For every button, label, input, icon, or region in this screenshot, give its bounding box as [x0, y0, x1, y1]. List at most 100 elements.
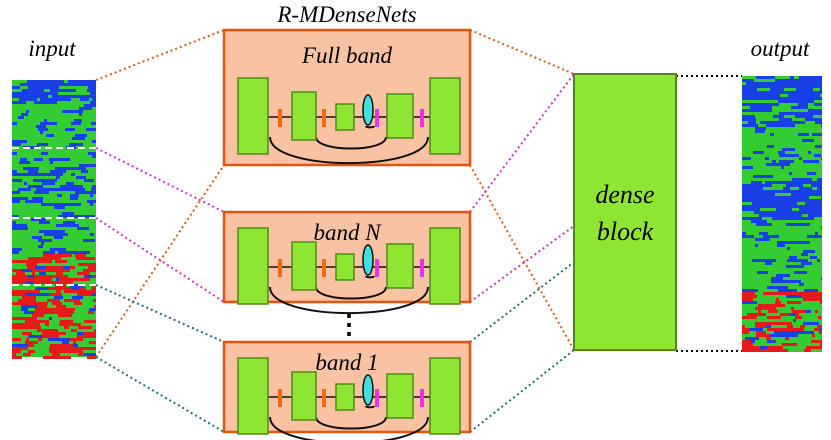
spectrogram-streak — [21, 113, 28, 116]
spectrogram-streak — [800, 199, 808, 202]
spectrogram-streak — [786, 265, 790, 268]
spectrogram-streak — [742, 214, 746, 217]
spectrogram-streak — [16, 92, 30, 95]
spectrogram-streak — [79, 290, 95, 293]
spectrogram-streak — [751, 349, 759, 352]
spectrogram-streak — [759, 214, 768, 217]
spectrogram-streak — [763, 187, 775, 190]
spectrogram-streak — [799, 205, 810, 208]
spectrogram-streak — [772, 217, 783, 220]
spectrogram-streak — [802, 115, 809, 118]
spectrogram-streak — [804, 349, 811, 352]
spectrogram-streak — [90, 233, 94, 236]
spectrogram-streak — [819, 121, 822, 124]
spectrogram-streak — [86, 167, 90, 170]
spectrogram-streak — [804, 211, 819, 214]
spectrogram-streak — [52, 203, 68, 206]
spectrogram-streak — [755, 325, 761, 328]
spectrogram-streak — [66, 338, 70, 341]
spectrogram-streak — [780, 196, 783, 199]
spectrogram-streak — [772, 76, 775, 79]
spectrogram-streak — [801, 253, 808, 256]
spectrogram-streak — [820, 343, 822, 346]
spectrogram-streak — [793, 259, 801, 262]
spectrogram-streak — [792, 289, 797, 292]
spectrogram-streak — [766, 124, 774, 127]
spectrogram-streak — [793, 103, 798, 106]
spectrogram-streak — [40, 122, 49, 125]
connector-input-bandn — [96, 148, 224, 212]
spectrogram-streak — [92, 185, 96, 188]
spectrogram-streak — [62, 269, 70, 272]
spectrogram-streak — [90, 101, 96, 104]
spectrogram-streak — [70, 197, 78, 200]
spectrogram-streak — [25, 278, 34, 281]
spectrogram-streak — [50, 170, 56, 173]
spectrogram-streak — [818, 205, 822, 208]
spectrogram-streak — [817, 325, 822, 328]
spectrogram-streak — [78, 353, 84, 356]
spectrogram-streak — [74, 92, 78, 95]
spectrogram-streak — [37, 98, 40, 101]
spectrogram-streak — [752, 202, 765, 205]
spectrogram-streak — [42, 182, 55, 185]
spectrogram-streak — [755, 91, 770, 94]
spectrogram-streak — [785, 82, 801, 85]
spectrogram-streak — [766, 115, 773, 118]
spectrogram-streak — [776, 211, 790, 214]
spectrogram-streak — [751, 220, 767, 223]
input-label: input — [28, 36, 76, 61]
spectrogram-streak — [25, 320, 31, 323]
spectrogram-streak — [18, 188, 31, 191]
spectrogram-streak — [21, 305, 37, 308]
spectrogram-streak — [774, 331, 787, 334]
spectrogram-streak — [23, 167, 26, 170]
spectrogram-streak — [765, 262, 772, 265]
spectrogram-streak — [86, 347, 96, 350]
spectrogram-streak — [765, 181, 768, 184]
spectrogram-streak — [85, 335, 96, 338]
spectrogram-streak — [761, 97, 771, 100]
spectrogram-streak — [793, 97, 806, 100]
spectrogram-streak — [798, 85, 810, 88]
spectrogram-streak — [775, 76, 790, 79]
spectrogram-streak — [31, 320, 37, 323]
spectrogram-streak — [15, 83, 20, 86]
spectrogram-streak — [61, 305, 66, 308]
spectrogram-streak — [68, 80, 76, 83]
spectrogram-streak — [816, 298, 822, 301]
spectrogram-streak — [761, 85, 776, 88]
spectrogram-streak — [93, 299, 96, 302]
dense-block-label-2: block — [597, 217, 654, 246]
spectrogram-streak — [784, 334, 798, 337]
spectrogram-streak — [772, 160, 776, 163]
spectrogram-streak — [742, 88, 757, 91]
spectrogram-streak — [794, 271, 807, 274]
spectrogram-streak — [12, 173, 17, 176]
spectrogram-streak — [12, 356, 22, 359]
spectrogram-streak — [49, 158, 56, 161]
spectrogram-streak — [56, 158, 67, 161]
spectrogram-streak — [777, 94, 780, 97]
spectrogram-streak — [94, 305, 96, 308]
spectrogram-streak — [77, 335, 85, 338]
spectrogram-streak — [70, 344, 73, 347]
spectrogram-streak — [796, 313, 799, 316]
spectrogram-streak — [752, 259, 760, 262]
spectrogram-streak — [802, 223, 810, 226]
spectrogram-streak — [760, 121, 764, 124]
spectrogram-streak — [77, 272, 90, 275]
spectrogram-streak — [59, 254, 72, 257]
spectrogram-streak — [61, 350, 67, 353]
spectrogram-streak — [32, 314, 44, 317]
spectrogram-streak — [83, 332, 95, 335]
spectrogram-streak — [818, 316, 821, 319]
spectrogram-streak — [782, 343, 797, 346]
bottleneck-oval — [363, 375, 373, 405]
spectrogram-streak — [783, 196, 791, 199]
spectrogram-streak — [88, 311, 94, 314]
spectrogram-streak — [35, 266, 46, 269]
spectrogram-streak — [742, 187, 754, 190]
spectrogram-streak — [83, 239, 95, 242]
spectrogram-streak — [71, 122, 81, 125]
